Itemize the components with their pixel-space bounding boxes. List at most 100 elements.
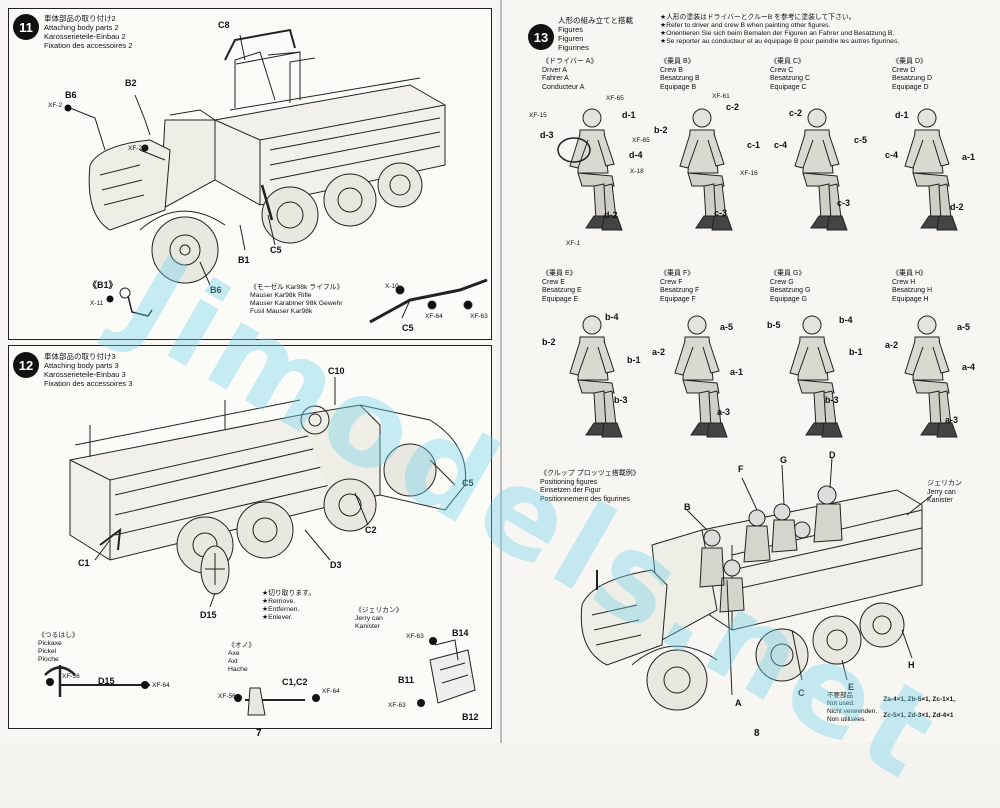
part-label: C8	[218, 20, 230, 30]
crew-figures	[557, 108, 958, 438]
figure-position-d: D	[829, 450, 836, 460]
step-12-title: 車体部品の取り付け3 Attaching body parts 3 Kaross…	[44, 352, 133, 388]
part-callout: a-5	[720, 322, 734, 332]
truck-illustration-step12	[44, 377, 476, 716]
part-label: D15	[200, 610, 217, 620]
paint-code: XF-63	[470, 313, 488, 320]
paint-code: XF-63	[406, 633, 424, 640]
paint-code: X-10	[385, 283, 399, 290]
part-label: C5	[402, 323, 414, 333]
part-callout: b-4	[839, 315, 853, 325]
part-callout: d-2	[604, 210, 618, 220]
part-callout: b-1	[627, 355, 641, 365]
part-callout: b-3	[614, 395, 628, 405]
part-callout: a-4	[962, 362, 976, 372]
part-callout: d-1	[895, 110, 909, 120]
part-callout: d-1	[622, 110, 636, 120]
part-label: C2	[365, 525, 377, 535]
part-callout: a-3	[717, 407, 731, 417]
part-callout: X-18	[630, 168, 644, 175]
part-label: C5	[270, 245, 282, 255]
truck-with-figures-illustration	[580, 457, 933, 711]
paint-code: XF-56	[62, 673, 80, 680]
part-callout: d-2	[950, 202, 964, 212]
truck-illustration-step11	[64, 28, 488, 324]
part-callout: c-2	[726, 102, 740, 112]
jerrycan-caption: 《ジェリカン》 Jerry can Kanister	[355, 607, 403, 630]
paint-code: X-11	[90, 300, 104, 307]
unused-parts-note: 不要部品 Not used. Nicht verwenden. Non util…	[827, 692, 955, 723]
page-number-right: 8	[754, 728, 760, 739]
part-label: C1	[78, 558, 90, 568]
part-callout: c-1	[747, 140, 761, 150]
step-13-badge: 13	[528, 24, 554, 50]
step-11-title: 車体部品の取り付け2 Attaching body parts 2 Kaross…	[44, 14, 133, 50]
axe-caption: 《オノ》 Axe Axt Hache	[228, 642, 256, 673]
part-callout: c-4	[885, 150, 899, 160]
manual-page-right: 13 人形の組み立てと搭載 Figures Figuren Figurines …	[500, 0, 1000, 743]
part-callout: XF-65	[606, 95, 624, 102]
part-callout: d-4	[629, 150, 643, 160]
part-label: B1	[238, 255, 250, 265]
rifle-caption: 《モーゼル Kar98k ライフル》 Mauser Kar98k Rifle M…	[250, 284, 344, 315]
paint-code: XF-64	[152, 682, 170, 689]
paint-reference-note: ★人形の塗装はドライバーとクルーB を参考に塗装して下さい。 ★Refer to…	[660, 14, 900, 45]
manual-page-left: 11 車体部品の取り付け2 Attaching body parts 2 Kar…	[0, 0, 500, 743]
part-callout: d-3	[540, 130, 554, 140]
part-callout: a-2	[885, 340, 899, 350]
part-callout: c-3	[714, 208, 728, 218]
paint-code: XF-56	[218, 693, 236, 700]
step-11-badge: 11	[13, 14, 39, 40]
step-13-title: 人形の組み立てと搭載 Figures Figuren Figurines	[558, 16, 633, 52]
part-callout: XF-65	[632, 137, 650, 144]
part-callout: c-2	[789, 108, 803, 118]
figure-position-b: B	[684, 502, 691, 512]
part-label: B2	[125, 78, 137, 88]
paint-code: XF-64	[322, 688, 340, 695]
part-callout: c-5	[854, 135, 868, 145]
part-callout: b-2	[542, 337, 556, 347]
page-number-left: 7	[256, 728, 262, 739]
figure-position-a: A	[735, 698, 742, 708]
paint-code: XF-64	[425, 313, 443, 320]
paint-code: XF-2	[48, 102, 63, 109]
paint-code: XF-2	[128, 145, 143, 152]
part-callout: b-1	[849, 347, 863, 357]
part-callout: a-2	[652, 347, 666, 357]
part-label: D3	[330, 560, 342, 570]
part-label: B12	[462, 712, 479, 722]
part-callout: XF-16	[740, 170, 758, 177]
part-label: C10	[328, 366, 345, 376]
part-callout: b-3	[825, 395, 839, 405]
part-label: B6	[65, 90, 77, 100]
part-callout: XF-1	[566, 240, 581, 247]
part-callout: c-4	[774, 140, 788, 150]
part-callout: b-2	[654, 125, 668, 135]
step-12-badge: 12	[13, 352, 39, 378]
part-callout: a-3	[945, 415, 959, 425]
part-callout: b-5	[767, 320, 781, 330]
part-callout: b-4	[605, 312, 619, 322]
figure-position-e: E	[848, 682, 855, 692]
part-callout: c-3	[837, 198, 851, 208]
part-label: 《B1》	[88, 280, 118, 290]
figure-position-c: C	[798, 688, 805, 698]
part-callout: a-1	[730, 367, 744, 377]
part-label: B6	[210, 285, 222, 295]
figure-position-h: H	[908, 660, 915, 670]
part-label: C1,C2	[282, 677, 308, 687]
part-label: B14	[452, 628, 469, 638]
part-callout: a-5	[957, 322, 971, 332]
figure-position-f: F	[738, 464, 744, 474]
paint-code: XF-63	[388, 702, 406, 709]
part-label: D15	[98, 676, 115, 686]
remove-note: ★切り取ります。 ★Remove. ★Entfernen. ★Enlever.	[262, 590, 315, 621]
